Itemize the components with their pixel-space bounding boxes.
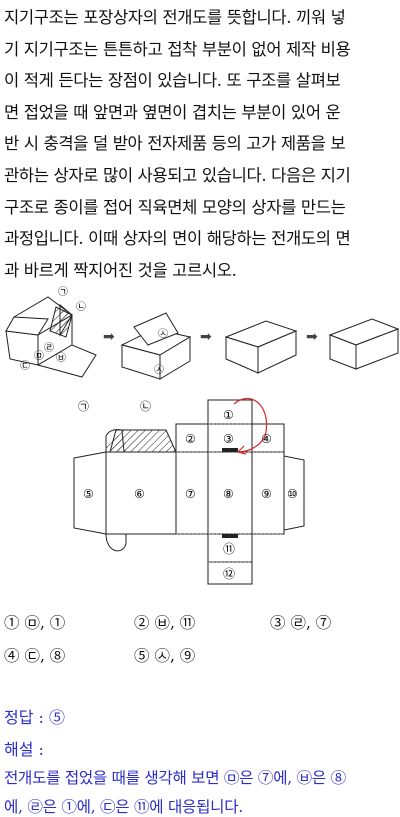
question-line: 이 적게 든다는 장점이 있습니다. 또 구조를 살펴보 [4,71,341,91]
question-text: 지기구조는 포장상자의 전개도를 뜻합니다. 끼워 넣 기 지기구조는 튼튼하고… [4,2,396,286]
choice-text: ㉢, ⑧ [24,647,66,665]
face-12: ⑫ [223,567,235,581]
choice-2[interactable]: ② ㉥, ⑪ [134,611,195,633]
choice-text: ㉤, ① [24,614,66,632]
choice-3[interactable]: ③ ㉣, ⑦ [270,611,331,633]
choice-5[interactable]: ⑤ ㉦, ⑨ [134,644,195,666]
face-3: ③ [223,432,234,446]
question-line: 기 지기구조는 튼튼하고 접착 부분이 없어 제작 비용 [4,39,351,59]
choice-number: ③ [270,614,286,632]
choice-number: ⑤ [134,647,150,665]
face-1: ① [223,408,234,422]
explanation-label: 해설 : [4,740,44,759]
fold-arrow-head [237,445,247,455]
nearly-closed-box-illustration [224,320,298,374]
face-6: ⑥ [134,487,145,501]
label-siot: ㉦ [158,328,168,340]
choice-1[interactable]: ① ㉤, ① [4,611,65,633]
label-digeut: ㉢ [20,360,30,372]
choice-text: ㉣, ⑦ [290,614,332,632]
face-9: ⑨ [261,487,272,501]
question-line: 과 바르게 짝지어진 것을 고르시오. [4,260,237,280]
net-label-nieun: ㉡ [140,400,151,413]
label-bieup: ㉥ [56,352,66,364]
face-2: ② [185,432,196,446]
question-line: 면 접었을 때 앞면과 옆면이 겹치는 부분이 있어 운 [4,102,341,122]
choice-text: ㉦, ⑨ [154,647,196,665]
explanation-line: 전개도를 접었을 때를 생각해 보면 ㉤은 ⑦에, ㉥은 ⑧ [4,769,346,787]
slot-top [222,448,238,452]
half-closed-box-illustration [120,312,192,380]
choice-4[interactable]: ④ ㉢, ⑧ [4,644,65,666]
face-4: ④ [261,432,272,446]
question-line: 반 시 충격을 덜 받아 전자제품 등의 고가 제품을 보 [4,134,346,154]
fold-arrow [233,398,268,453]
box-net-diagram: ㉠ ㉡ ① ② ③ ④ ⑤ ⑥ ⑦ ⑧ ⑨ ⑩ ⑪ ⑫ [73,398,305,585]
arrow-2: ➡ [200,329,212,345]
question-line: 구조로 종이를 접어 직육면체 모양의 상자를 만드는 [4,197,346,217]
face-8: ⑧ [223,487,234,501]
net-label-giyeok: ㉠ [78,400,89,413]
folding-sequence-figure: ㉠ ㉡ ㉢ ㉣ ㉤ ㉥ ➡ ㉦ ㉦ ➡ ➡ [5,286,400,380]
choice-number: ① [4,614,20,632]
face-11: ⑪ [223,542,235,556]
label-rieul: ㉣ [44,342,54,354]
open-box-illustration [5,296,97,378]
label-ieung: ㉦ [154,364,164,376]
face-10: ⑩ [287,487,298,501]
slot-bottom [222,534,238,538]
closed-box-illustration [328,318,400,370]
face-5: ⑤ [83,487,94,501]
label-nieun: ㉡ [76,301,86,313]
choice-number: ④ [4,647,20,665]
choice-number: ② [134,614,150,632]
label-mieum: ㉤ [34,350,44,362]
question-line: 과정입니다. 이때 상자의 면이 해당하는 전개도의 면 [4,229,351,249]
question-line: 지기구조는 포장상자의 전개도를 뜻합니다. 끼워 넣 [4,8,346,27]
explanation-line: 에, ㉣은 ①에, ㉢은 ⑪에 대응됩니다. [4,798,243,816]
answer-label: 정답 : ⑤ [4,708,66,727]
arrow-1: ➡ [103,329,115,345]
question-line: 관하는 상자로 많이 사용되고 있습니다. 다음은 지기 [4,165,351,185]
choice-text: ㉥, ⑪ [154,614,196,632]
label-giyeok: ㉠ [58,286,68,298]
arrow-3: ➡ [306,329,318,345]
face-7: ⑦ [185,487,196,501]
